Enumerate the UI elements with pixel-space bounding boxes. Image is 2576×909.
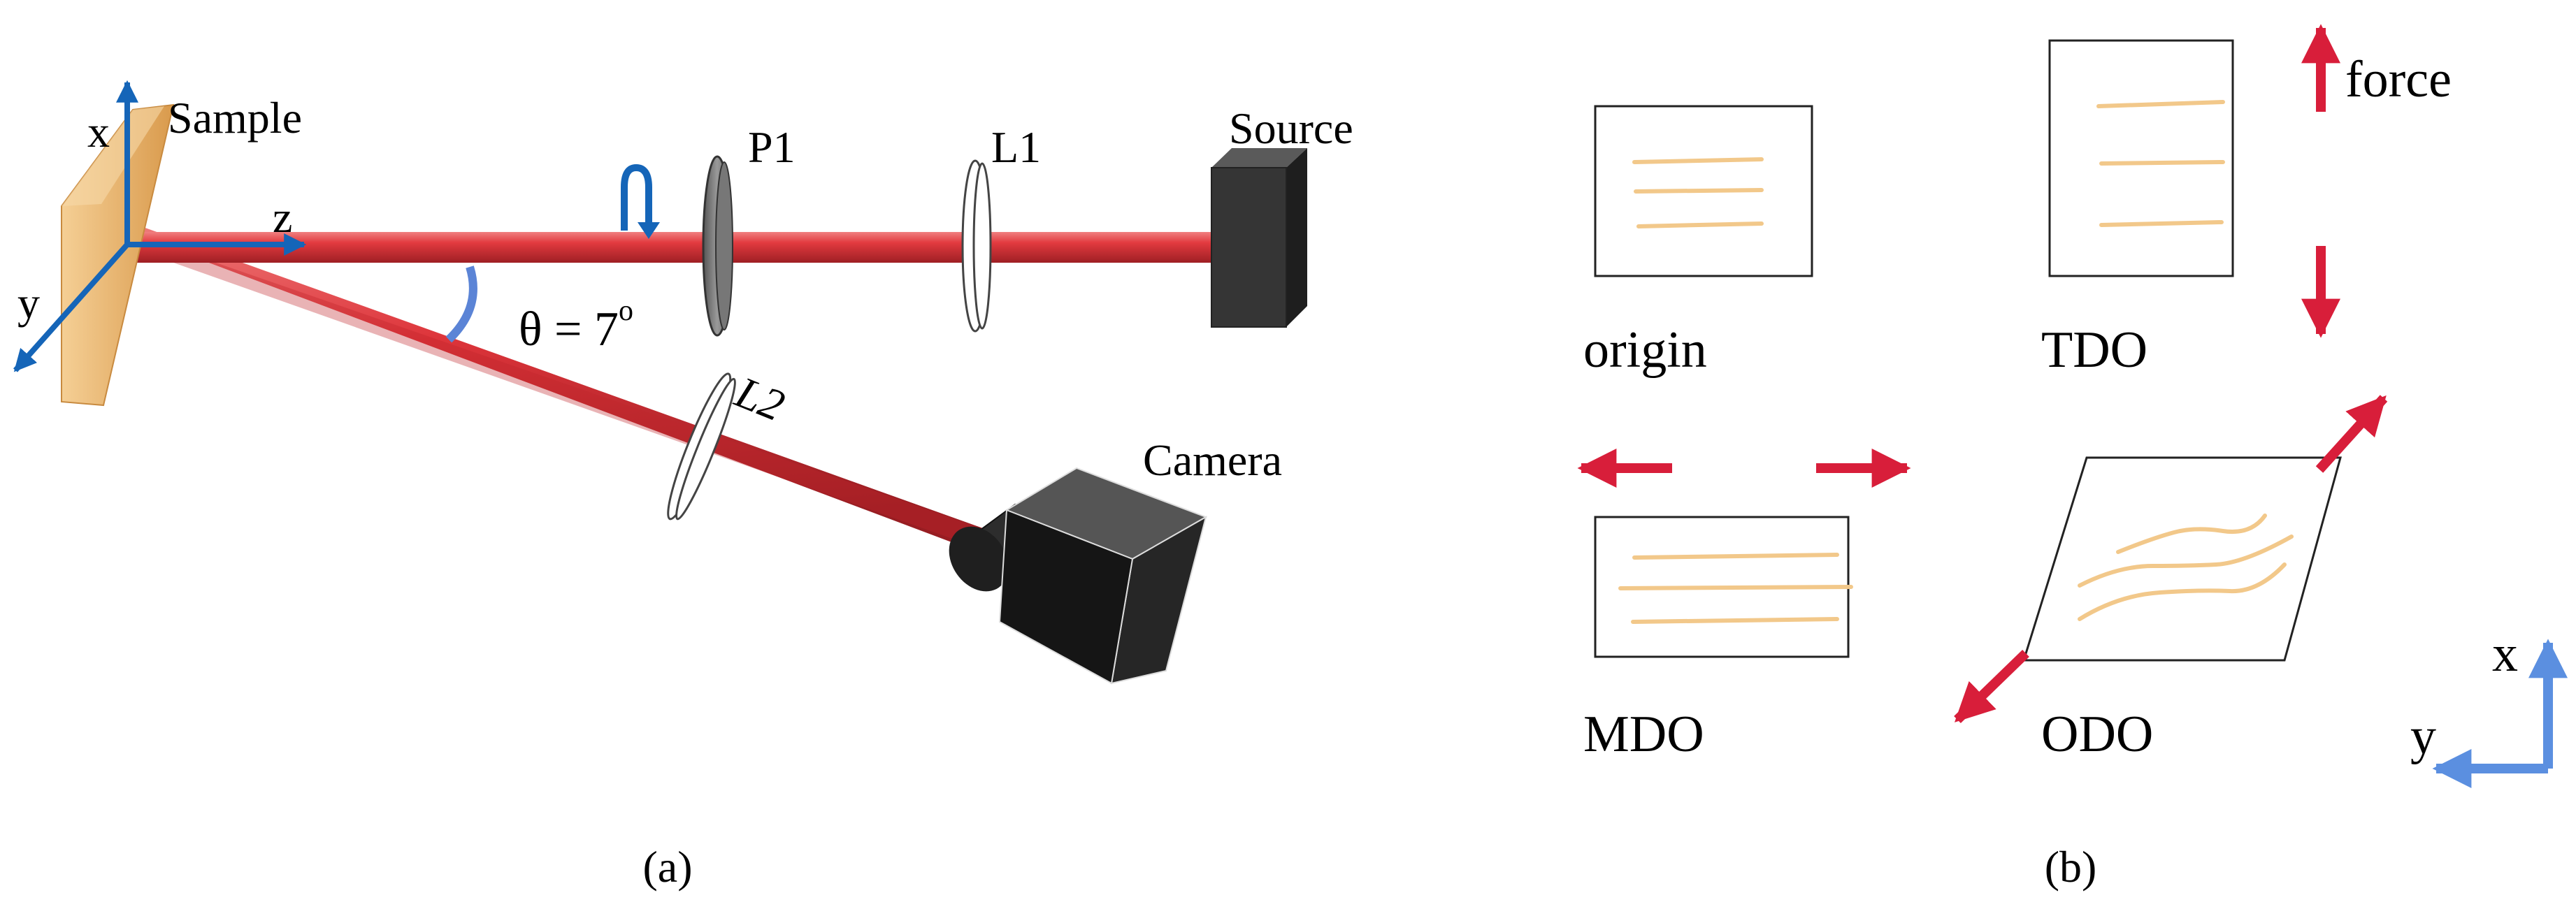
panel-b: origin TDO force MDO ODO x y: [1577, 24, 2568, 892]
angle-arc: [445, 266, 477, 343]
fiber-line: [2099, 220, 2224, 227]
y-axis-line: [13, 242, 129, 372]
odo-box: [2022, 456, 2342, 662]
panel-a: x z y Sample θ = 7o P1 L1 Source L2: [13, 80, 1353, 892]
incident-beam: [124, 232, 1218, 263]
l1-label: L1: [991, 122, 1041, 172]
angle-label: θ = 7o: [519, 295, 633, 356]
fiber-line: [1632, 553, 1839, 560]
rotation-arrow-icon: [621, 163, 652, 231]
l2-label: L2: [728, 367, 791, 431]
x-axis-label: x: [87, 107, 110, 157]
fiber-line: [1636, 221, 1764, 228]
rotation-arrowhead: [638, 222, 660, 239]
source-box-front: [1211, 167, 1287, 328]
force-arrow-diag-down: [1954, 649, 2029, 724]
origin-label: origin: [1583, 321, 1707, 379]
fiber-line: [1634, 188, 1764, 194]
fiber-line: [2096, 100, 2225, 108]
b-y-axis-label: y: [2410, 708, 2436, 765]
caption-a: (a): [642, 842, 692, 892]
sample-label: Sample: [168, 93, 302, 143]
tdo-box: [2048, 39, 2234, 277]
b-x-axis-label: x: [2492, 625, 2518, 683]
polarizer-p1-rim: [715, 161, 733, 330]
fiber-line: [1632, 157, 1764, 164]
fiber-line: [1631, 617, 1839, 624]
p1-label: P1: [748, 122, 796, 172]
z-axis-label: z: [273, 192, 292, 242]
camera: [949, 467, 1208, 685]
mdo-label: MDO: [1583, 706, 1704, 763]
fiber-line: [2078, 562, 2287, 621]
source-box-side: [1286, 148, 1307, 327]
sample-plate-front: [62, 106, 164, 206]
camera-label: Camera: [1143, 435, 1282, 485]
tdo-label: TDO: [2041, 321, 2147, 379]
y-axis-label: y: [17, 278, 40, 328]
reflected-beam: [127, 226, 1010, 559]
lens-l2: [667, 372, 736, 521]
fiber-line: [2116, 514, 2267, 554]
source-label: Source: [1229, 103, 1353, 153]
fiber-line: [2078, 535, 2294, 588]
fiber-line: [1618, 585, 1853, 590]
odo-label: ODO: [2041, 706, 2153, 763]
source-box-top: [1211, 148, 1307, 168]
force-arrow-diag-up: [2315, 395, 2388, 473]
reflected-beam-top: [122, 232, 1010, 555]
fiber-line: [2099, 160, 2225, 166]
force-label: force: [2345, 51, 2452, 108]
lens-l1-edge: [972, 162, 992, 330]
caption-b: (b): [2045, 842, 2097, 892]
